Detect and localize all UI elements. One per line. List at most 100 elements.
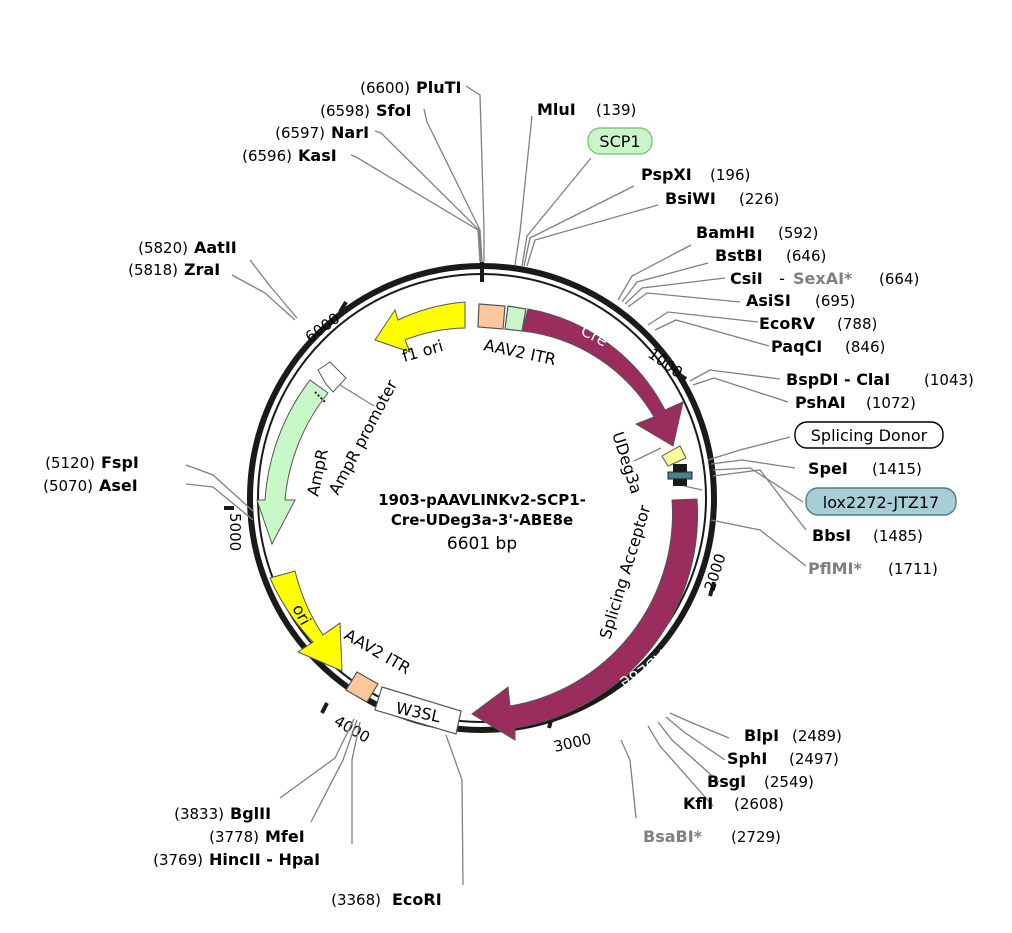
site-label-bsabi[interactable]: BsaBI* (2729): [643, 827, 781, 846]
tick-labels: 1000 2000 3000 4000 5000 6000: [226, 309, 730, 756]
site-name: BamHI: [696, 223, 755, 242]
site-pos: (6598): [320, 102, 370, 120]
site-name: EcoRI: [392, 890, 442, 909]
site-pos: (5818): [128, 261, 178, 279]
site-name: ZraI: [184, 260, 220, 279]
site-name: NarI: [331, 123, 369, 142]
site-pos: (3833): [174, 805, 224, 823]
site-label-sfoi[interactable]: (6598) SfoI: [320, 101, 411, 120]
site-name: BstBI: [715, 246, 763, 265]
site-label-hincii-hpai[interactable]: (3769) HincII - HpaI: [153, 850, 320, 869]
site-label-pspxi[interactable]: PspXI (196): [641, 165, 750, 184]
site-pos: (6597): [275, 124, 325, 142]
scp1-tag-label: SCP1: [599, 132, 640, 151]
site-pos: (2729): [731, 828, 781, 846]
cre-arrow[interactable]: [521, 308, 684, 447]
site-name: PaqCI: [771, 337, 822, 356]
site-pos: (3769): [153, 851, 203, 869]
site-label-zrai[interactable]: (5818) ZraI: [128, 260, 220, 279]
site-label-nari[interactable]: (6597) NarI: [275, 123, 369, 142]
site-pos: (3368): [331, 891, 381, 909]
site-name: AseI: [99, 476, 138, 495]
site-name: KasI: [298, 146, 337, 165]
site-leader-lines: [185, 85, 807, 886]
site-label-mfei[interactable]: (3778) MfeI: [209, 827, 305, 846]
abe8e-arrow[interactable]: [471, 498, 699, 741]
aav2-itr-top-label: AAV2 ITR: [482, 335, 557, 369]
site-pos: (695): [815, 292, 855, 310]
site-pos: (6600): [360, 79, 410, 97]
site-label-ecorv[interactable]: EcoRV (788): [759, 314, 877, 333]
ampr-arrow[interactable]: [256, 379, 329, 546]
site-name: HincII - HpaI: [209, 850, 320, 869]
site-name: PshAI: [795, 393, 846, 412]
ampr-promoter-label: AmpR promoter: [325, 376, 402, 498]
site-label-pluti[interactable]: (6600) PluTI: [360, 78, 461, 97]
plasmid-name-line1: 1903-pAAVLINKv2-SCP1-: [378, 491, 586, 509]
site-name2: SexAI*: [793, 269, 853, 288]
site-name: MluI: [537, 100, 576, 119]
site-label-pshai[interactable]: PshAI (1072): [795, 393, 916, 412]
site-pos: (664): [879, 270, 919, 288]
site-label-spei[interactable]: SpeI (1415): [808, 459, 922, 478]
site-label-bsgi[interactable]: BsgI (2549): [707, 772, 814, 791]
site-name: EcoRV: [759, 314, 816, 333]
site-label-bsiwi[interactable]: BsiWI (226): [665, 189, 779, 208]
site-pos: (2608): [734, 795, 784, 813]
site-label-csii-sexai[interactable]: CsiI - SexAI* (664): [730, 269, 919, 288]
site-label-kfli[interactable]: KflI (2608): [683, 794, 784, 813]
ori-arrow[interactable]: [269, 570, 343, 672]
lox-tag[interactable]: lox2272-JTZ17: [805, 487, 957, 516]
feature-leader-lines: [339, 384, 703, 491]
ampr-promoter-arrow: [317, 361, 347, 393]
splicing-donor-tag[interactable]: Splicing Donor: [794, 421, 944, 449]
site-name: FspI: [101, 453, 139, 472]
site-pos: (5120): [45, 454, 95, 472]
site-pos: (3778): [209, 828, 259, 846]
site-name: AatII: [194, 238, 237, 257]
site-sep: -: [774, 269, 790, 288]
site-label-blpi[interactable]: BlpI (2489): [744, 726, 842, 745]
site-name: BlpI: [744, 726, 779, 745]
site-name: BsaBI*: [643, 827, 703, 846]
site-label-sphi[interactable]: SphI (2497): [727, 749, 839, 768]
site-label-bbsi[interactable]: BbsI (1485): [812, 526, 923, 545]
site-label-bglii[interactable]: (3833) BglII: [174, 804, 271, 823]
site-label-aatii[interactable]: (5820) AatII: [138, 238, 237, 257]
site-name: KflI: [683, 794, 713, 813]
w3sl-box: [374, 686, 462, 735]
site-label-bstbi[interactable]: BstBI (646): [715, 246, 826, 265]
aav2-itr-bottom-box: [345, 671, 379, 703]
site-pos: (1415): [872, 460, 922, 478]
aav2-itr-bottom-label: AAV2 ITR: [341, 625, 414, 678]
site-pos: (5070): [43, 477, 93, 495]
lox-tag-box: [805, 487, 957, 516]
tick-marks: [224, 262, 716, 729]
site-name: BbsI: [812, 526, 851, 545]
site-label-bamhi[interactable]: BamHI (592): [696, 223, 818, 242]
site-label-fspi[interactable]: (5120) FspI: [45, 453, 139, 472]
site-label-asei[interactable]: (5070) AseI: [43, 476, 138, 495]
plasmid-size: 6601 bp: [447, 534, 517, 554]
plasmid-name-line2: Cre-UDeg3a-3'-ABE8e: [391, 511, 573, 529]
site-name: BspDI - ClaI: [786, 370, 890, 389]
site-pos: (6596): [242, 147, 292, 165]
site-pos: (592): [778, 224, 818, 242]
site-pos: (1043): [924, 371, 974, 389]
site-label-kasi[interactable]: (6596) KasI: [242, 146, 337, 165]
site-label-bspdi-clai[interactable]: BspDI - ClaI (1043): [786, 370, 974, 389]
aav2-itr-top-box: [477, 303, 506, 330]
site-label-mlui[interactable]: MluI (139): [537, 100, 636, 119]
site-name: BsiWI: [665, 189, 716, 208]
tick-3000: 3000: [552, 730, 593, 756]
site-label-pflmi[interactable]: PflMI* (1711): [808, 559, 938, 578]
f1-ori-arrow[interactable]: [374, 301, 466, 353]
site-name: CsiI: [730, 269, 763, 288]
lox-tag-label: lox2272-JTZ17: [823, 493, 939, 512]
site-label-asisi[interactable]: AsiSI (695): [746, 291, 855, 310]
site-label-ecori[interactable]: (3368) EcoRI: [331, 890, 442, 909]
scp1-tag[interactable]: SCP1: [587, 127, 653, 155]
scp1-tag-box: [587, 127, 653, 155]
tick-5000: 5000: [226, 513, 244, 551]
site-label-paqci[interactable]: PaqCI (846): [771, 337, 885, 356]
